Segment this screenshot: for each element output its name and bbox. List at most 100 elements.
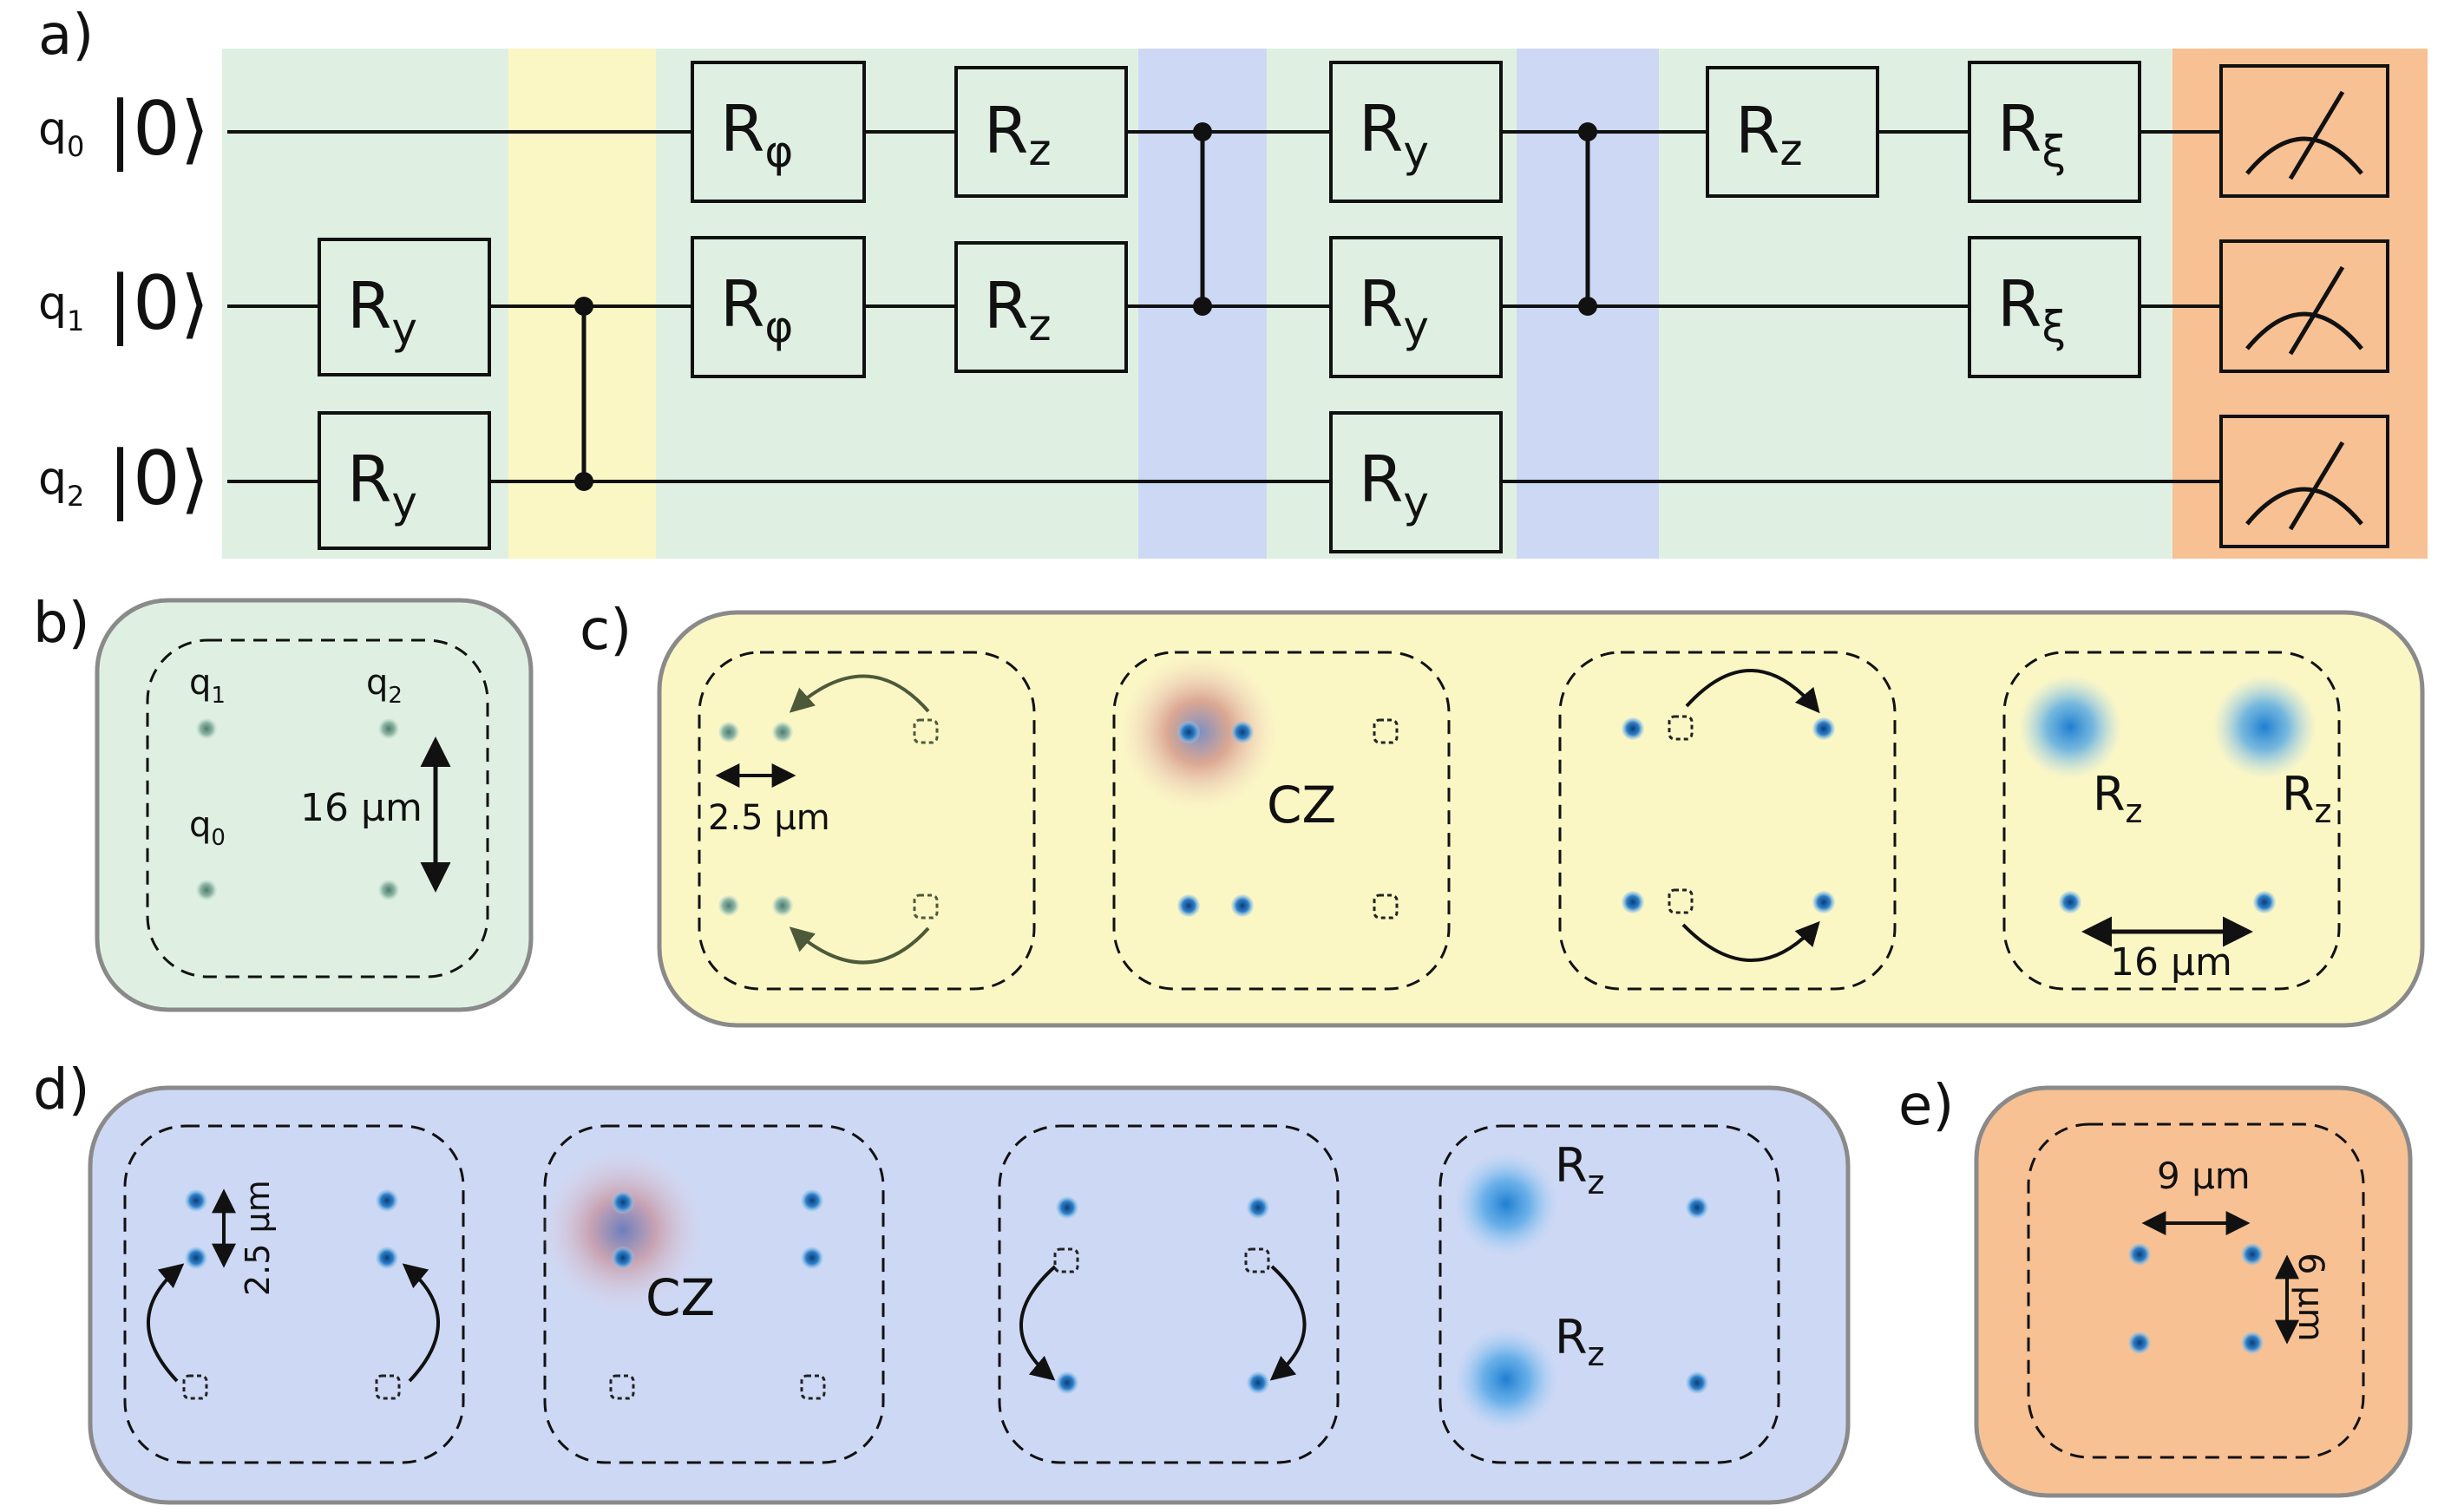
atom [1686, 1196, 1708, 1219]
gate-ry-q1-b: Ry [1329, 236, 1503, 378]
atom [196, 718, 217, 739]
empty-site [609, 1374, 635, 1400]
atom [772, 722, 793, 743]
gate-ry-q2: Ry [318, 411, 491, 550]
gate-ry-q1: Ry [318, 238, 491, 376]
svg-text:Rz: Rz [1735, 94, 1803, 175]
cz-gate-q0-q1-b [1578, 122, 1597, 316]
svg-text:|0⟩: |0⟩ [108, 435, 209, 522]
atom [1247, 1371, 1269, 1394]
rz-glow [1454, 1152, 1558, 1256]
panel-label-c: c) [580, 599, 632, 663]
svg-text:Rz: Rz [984, 94, 1052, 175]
move-arrow [147, 1263, 185, 1383]
cz-label: CZ [1267, 776, 1336, 835]
measurement-icon [2219, 64, 2389, 198]
atom [1686, 1371, 1708, 1394]
panel-label-b: b) [33, 592, 90, 656]
atom [801, 1247, 823, 1269]
distance-label-9um: 9 μm [2157, 1155, 2251, 1197]
atom [378, 880, 399, 900]
atom [378, 718, 399, 739]
atom [1812, 717, 1835, 740]
gate-ry-q0-b: Ry [1329, 61, 1503, 203]
atom [772, 895, 793, 916]
panel-d: d) 2.5 μm CZ [33, 1058, 1851, 1505]
cz-glow [540, 1147, 706, 1313]
atom [2059, 891, 2081, 913]
empty-site [1668, 888, 1694, 914]
cz-gate-q0-q1-a [1193, 122, 1212, 316]
rz-label: Rz [2282, 767, 2331, 830]
panel-b: b) q1 q2 q0 16 μm [33, 592, 534, 1012]
gate-rphi-q1: Rφ [691, 236, 866, 378]
svg-text:Rφ: Rφ [720, 92, 793, 177]
svg-text:Ry: Ry [1359, 92, 1429, 177]
svg-text:q0: q0 [38, 103, 84, 163]
cz-label: CZ [646, 1268, 715, 1327]
empty-site [913, 718, 939, 744]
gate-ry-q2-b: Ry [1329, 411, 1503, 553]
svg-text:Rξ: Rξ [1997, 92, 2066, 177]
qubit-label-b-q1: q1 [189, 663, 226, 709]
atom [185, 1247, 207, 1269]
empty-site [1373, 893, 1399, 920]
move-arrow [1681, 920, 1820, 962]
empty-site [1053, 1247, 1079, 1273]
svg-text:Rφ: Rφ [720, 267, 793, 352]
svg-text:Rz: Rz [984, 269, 1052, 350]
rz-glow [1454, 1327, 1558, 1431]
svg-text:q1: q1 [38, 278, 84, 337]
empty-site [800, 1374, 826, 1400]
atom [376, 1189, 398, 1212]
svg-text:q2: q2 [38, 453, 84, 513]
distance-label-16um: 16 μm [300, 786, 423, 830]
rz-label: Rz [1555, 1310, 1604, 1373]
panel-e: e) 9 μm 6 μm [1898, 1074, 2413, 1498]
gate-rxi-q0: Rξ [1968, 61, 2141, 203]
move-arrow [1269, 1265, 1307, 1381]
atom [1622, 717, 1644, 740]
gate-rz-q0: Rz [954, 66, 1128, 198]
svg-text:|0⟩: |0⟩ [108, 86, 209, 173]
svg-text:Ry: Ry [1359, 442, 1429, 527]
empty-site [182, 1374, 208, 1400]
atom [196, 880, 217, 900]
empty-site [1373, 718, 1399, 744]
atom [1247, 1196, 1269, 1219]
panel-label-a: a) [38, 3, 94, 68]
cz-gate-q1-q2 [574, 297, 593, 491]
panel-label-e: e) [1898, 1074, 1954, 1138]
atom [718, 895, 739, 916]
qubit-label-b-q2: q2 [366, 663, 403, 709]
atom [1177, 894, 1200, 917]
gate-rz-q1: Rz [954, 241, 1128, 373]
atom [1231, 894, 1254, 917]
atom [1812, 891, 1835, 913]
rz-label: Rz [1555, 1138, 1604, 1201]
rz-label: Rz [2093, 767, 2142, 830]
atom [185, 1189, 207, 1212]
gate-rxi-q1: Rξ [1968, 236, 2141, 378]
move-arrow [1685, 669, 1820, 714]
atom [376, 1247, 398, 1269]
panel-a-circuit: q0 |0⟩ q1 |0⟩ q2 |0⟩ Ry Ry [38, 3, 2428, 559]
gate-rz-q0-b: Rz [1706, 66, 1879, 198]
atom [2253, 891, 2276, 913]
atom [1622, 891, 1644, 913]
atom [2128, 1243, 2151, 1266]
qubit-label-q2: q2 |0⟩ [38, 435, 209, 522]
atom [718, 722, 739, 743]
measurement-icon [2219, 239, 2389, 373]
move-arrow [789, 926, 930, 965]
svg-text:Rξ: Rξ [1997, 267, 2066, 352]
svg-text:|0⟩: |0⟩ [108, 260, 209, 347]
svg-text:Ry: Ry [1359, 267, 1429, 352]
panel-c: c) 2.5 μm CZ [580, 599, 2425, 1028]
svg-text:Ry: Ry [347, 442, 417, 527]
distance-label-2-5um: 2.5 μm [708, 798, 830, 838]
atom [2241, 1243, 2264, 1266]
move-arrow [789, 674, 930, 713]
empty-site [1668, 715, 1694, 741]
